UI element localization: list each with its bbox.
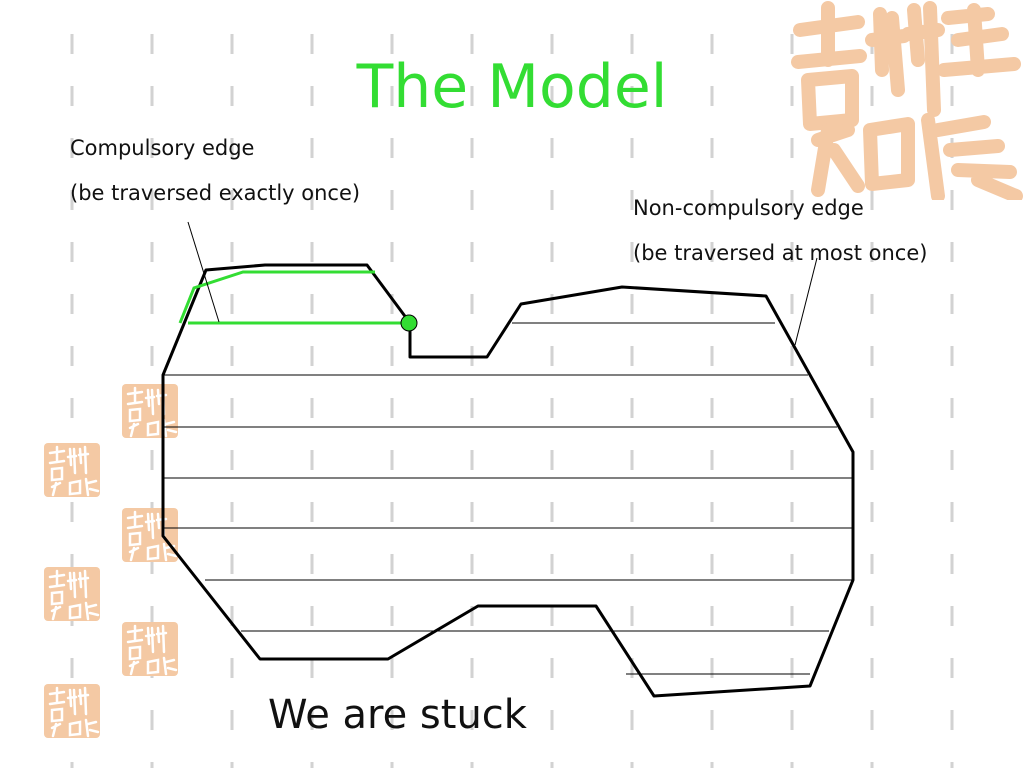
- compulsory-edges: [178, 270, 410, 325]
- slide-title: The Model: [356, 52, 668, 122]
- slide-caption: We are stuck: [268, 692, 527, 738]
- compulsory-edge-label: Compulsory edge: [70, 136, 255, 160]
- sweep-lines: [163, 322, 853, 675]
- compulsory-edge: [178, 270, 375, 324]
- seal-stamp-icon: [44, 443, 100, 497]
- non-compulsory-edge-label: Non-compulsory edge: [633, 196, 864, 220]
- seal-stamp-icon: [44, 567, 100, 621]
- non-compulsory-edge-description: (be traversed at most once): [633, 241, 928, 265]
- non-compulsory-pointer-line: [794, 257, 818, 346]
- seal-stamp-icon: [44, 684, 100, 738]
- region-outline: [161, 263, 855, 698]
- seal-stamp-icon: [122, 622, 178, 676]
- compulsory-pointer-line: [187, 221, 220, 323]
- seal-stamp-large-icon: [791, 1, 1023, 200]
- compulsory-edge-description: (be traversed exactly once): [70, 181, 361, 205]
- current-position-dot-icon: [400, 314, 418, 332]
